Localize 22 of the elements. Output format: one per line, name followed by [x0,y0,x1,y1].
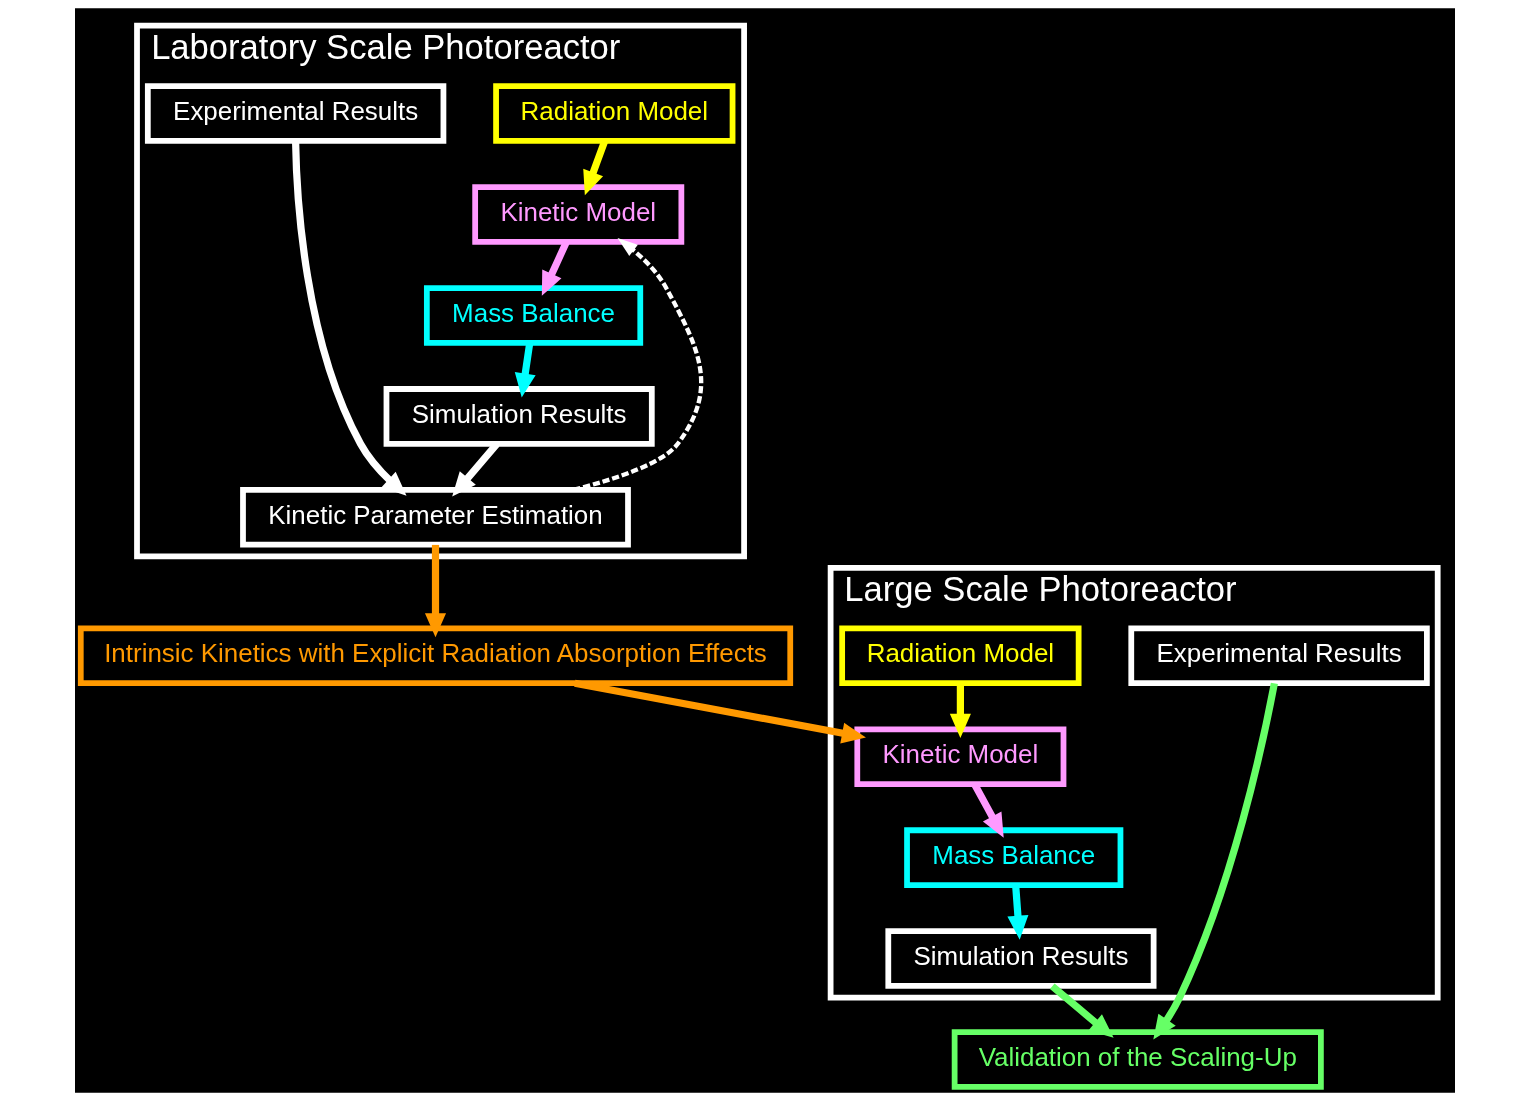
arrow [574,679,866,744]
node-box: Experimental Results [144,83,447,144]
arrow [424,544,447,638]
node-box: Kinetic Parameter Estimation [240,487,631,548]
node-box: Mass Balance [904,827,1124,888]
node-box: Intrinsic Kinetics with Explicit Radiation Absorption Effects [77,625,794,687]
node-box: Radiation Model [493,83,736,144]
node-box: Mass Balance [423,285,644,346]
arrow [583,140,609,196]
arrow [291,141,407,496]
node-box: Kinetic Model [472,184,685,245]
node-box: Experimental Results [1128,625,1430,687]
arrow [1049,983,1114,1038]
arrow [1153,682,1278,1040]
node-box: Simulation Results [885,928,1157,989]
node-box: Validation of the Scaling-Up [951,1029,1324,1090]
arrow [949,683,971,738]
arrow [514,342,536,398]
arrow [1007,885,1029,940]
node-box: Simulation Results [383,386,655,447]
node-box: Radiation Model [839,625,1082,687]
node-box: Kinetic Model [854,726,1067,787]
